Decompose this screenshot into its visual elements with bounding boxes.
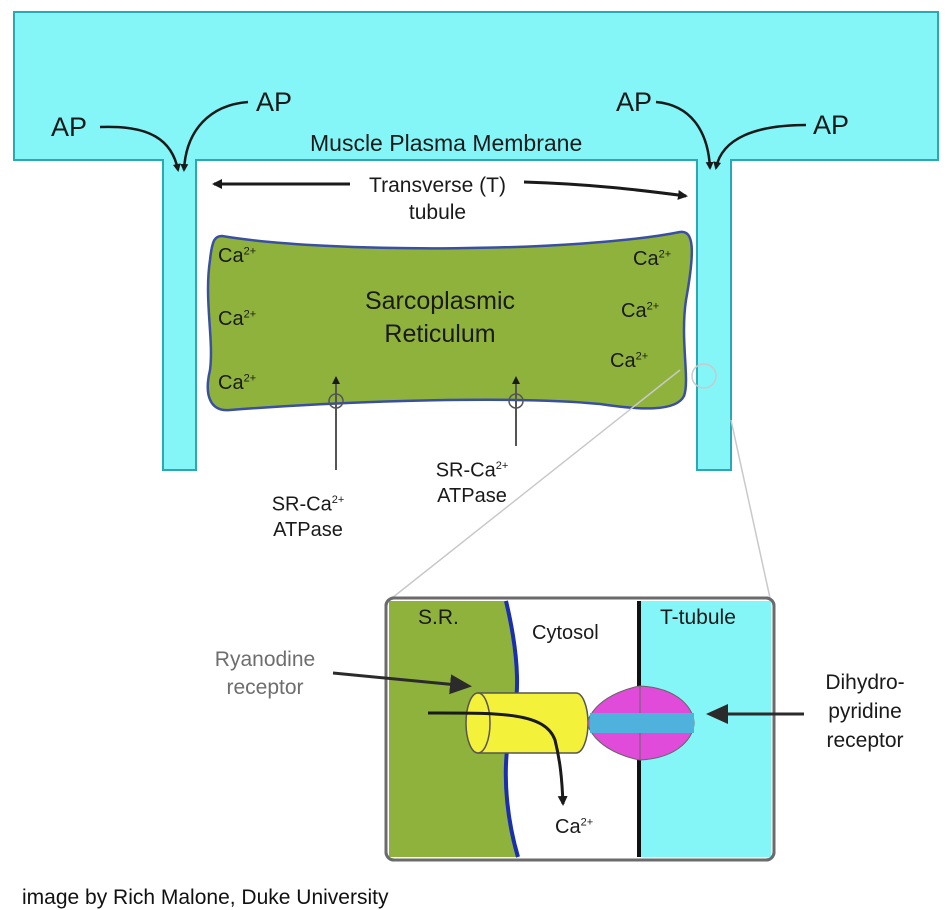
sr-title-line1: Sarcoplasmic: [364, 287, 516, 315]
membrane-title: Muscle Plasma Membrane: [310, 130, 583, 156]
pump-label-right: SR-Ca2+ ATPase: [435, 459, 509, 507]
image-credit: image by Rich Malone, Duke University: [22, 886, 389, 909]
ca-ion-left-1: Ca2+: [218, 245, 257, 267]
ca-ion-left-2: Ca2+: [218, 308, 257, 330]
ca-ion-left-3: Ca2+: [218, 372, 257, 394]
zoom-focus: [691, 363, 717, 389]
inset-cytosol-label: Cytosol: [532, 622, 599, 644]
inset-sr-label: S.R.: [418, 606, 459, 629]
ap-arrow-right-outer: [713, 123, 807, 170]
muscle-plasma-membrane: [13, 11, 939, 471]
ap-arrow-right-inner: [655, 100, 714, 170]
sr-ca-atpase-left: [328, 376, 344, 470]
ryanodine-receptor-label: Ryanodine receptor: [214, 648, 316, 699]
zoom-guide-right: [730, 419, 771, 599]
ap-label-left-inner: AP: [256, 87, 293, 117]
sr-title-line2: Reticulum: [384, 320, 496, 348]
inset-ca-ion: Ca2+: [555, 816, 594, 838]
ap-label-left-outer: AP: [51, 112, 88, 142]
ca-ion-right-1: Ca2+: [633, 248, 672, 270]
sarcoplasmic-reticulum: [206, 230, 694, 412]
inset-ttubule-label: T-tubule: [660, 606, 736, 629]
ap-label-right-inner: AP: [616, 87, 653, 117]
sr-ca-atpase-right: [508, 376, 524, 446]
t-tubule-label-line1: Transverse (T): [369, 174, 506, 197]
ap-arrow-left-inner: [180, 100, 249, 172]
t-tubule-label-line2: tubule: [408, 201, 467, 224]
ryanodine-receptor-cylinder: [465, 692, 589, 754]
sr-title: Sarcoplasmic Reticulum: [335, 285, 545, 351]
dhp-receptor-shape: [587, 685, 695, 761]
ca-release-arrow: [427, 711, 568, 806]
ap-label-right-outer: AP: [813, 110, 850, 140]
ca-ion-right-3: Ca2+: [610, 350, 649, 372]
pump-label-left: SR-Ca2+ ATPase: [271, 493, 345, 541]
ap-arrow-left-outer: [99, 125, 181, 172]
zoom-guide-left: [391, 369, 681, 599]
ca-ion-right-2: Ca2+: [621, 300, 660, 322]
t-tubule-arrow-right: [523, 180, 688, 200]
ryanodine-pointer-arrow: [332, 671, 472, 695]
t-tubule-label: Transverse (T) tubule: [355, 172, 520, 226]
dhp-receptor-label: Dihydro- pyridine receptor: [825, 671, 905, 752]
